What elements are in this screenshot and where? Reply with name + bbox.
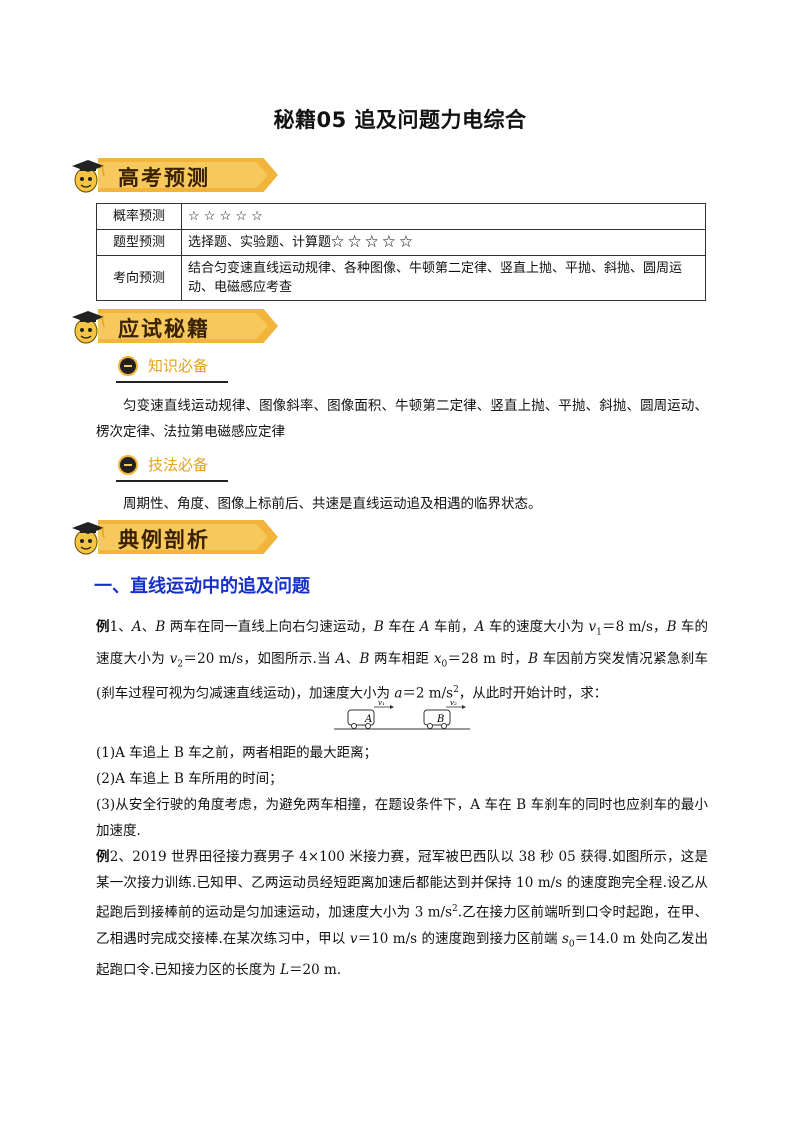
- subheading-label: 知识必备: [148, 357, 209, 375]
- subheading-knowledge: 知识必备: [116, 353, 228, 383]
- table-value: ☆ ☆ ☆ ☆ ☆: [181, 203, 706, 230]
- table-row: 考向预测 结合匀变速直线运动规律、各种图像、牛顿第二定律、竖直上抛、平抛、斜抛、…: [96, 255, 706, 301]
- section-title: 典例剖析: [118, 528, 210, 552]
- table-key: 题型预测: [96, 229, 182, 256]
- question-3: (3)从安全行驶的角度考虑，为避免两车相撞，在题设条件下，A 车在 B 车刹车的…: [96, 797, 708, 839]
- car-a: A v₁: [347, 699, 394, 729]
- subheading-label: 技法必备: [148, 456, 209, 474]
- example2-text: 例2、2019 世界田径接力赛男子 4×100 米接力赛，冠军被巴西队以 38 …: [96, 849, 709, 979]
- example1-text: 例1、A、B 两车在同一直线上向右匀速运动，B 车在 A 车前，A 车的速度大小…: [96, 619, 709, 702]
- table-key: 概率预测: [96, 203, 182, 230]
- table-key: 考向预测: [96, 255, 182, 301]
- mascot-icon: [72, 522, 105, 555]
- subheading-technique: 技法必备: [116, 452, 228, 482]
- mascot-icon: [72, 311, 105, 344]
- car-b: B v₂: [423, 699, 466, 729]
- example-label: 例: [96, 619, 110, 635]
- v2-label: v₂: [450, 699, 457, 707]
- question-1: (1)A 车追上 B 车之前，两者相距的最大距离；: [96, 745, 378, 761]
- section-title: 应试秘籍: [118, 317, 210, 341]
- car-b-label: B: [436, 714, 444, 725]
- section-banner-yingshi: 应试秘籍: [68, 305, 278, 349]
- cars-figure: A v₁ B v₂: [334, 699, 470, 730]
- question-2: (2)A 车追上 B 车所用的时间；: [96, 771, 283, 787]
- table-row: 题型预测 选择题、实验题、计算题☆ ☆ ☆ ☆ ☆: [96, 229, 706, 256]
- technique-text: 周期性、角度、图像上标前后、共速是直线运动追及相遇的临界状态。: [123, 496, 542, 512]
- section-banner-gaokao: 高考预测: [68, 154, 278, 198]
- example-label: 例: [96, 849, 110, 865]
- section-title: 高考预测: [118, 166, 210, 190]
- part-heading: 一、直线运动中的追及问题: [94, 576, 310, 597]
- v1-label: v₁: [378, 699, 385, 707]
- prediction-table: 概率预测 ☆ ☆ ☆ ☆ ☆ 题型预测 选择题、实验题、计算题☆ ☆ ☆ ☆ ☆…: [96, 203, 706, 301]
- bullet-icon: [118, 455, 138, 475]
- section-banner-dianli: 典例剖析: [68, 516, 278, 560]
- knowledge-text: 匀变速直线运动规律、图像斜率、图像面积、牛顿第二定律、竖直上抛、平抛、斜抛、圆周…: [96, 398, 708, 440]
- bullet-icon: [118, 356, 138, 376]
- mascot-icon: [72, 160, 105, 193]
- table-value: 选择题、实验题、计算题☆ ☆ ☆ ☆ ☆: [181, 229, 706, 256]
- table-value: 结合匀变速直线运动规律、各种图像、牛顿第二定律、竖直上抛、平抛、斜抛、圆周运动、…: [181, 255, 706, 301]
- page-title: 秘籍05 追及问题力电综合: [273, 108, 527, 132]
- table-row: 概率预测 ☆ ☆ ☆ ☆ ☆: [96, 203, 706, 230]
- car-a-label: A: [364, 714, 372, 725]
